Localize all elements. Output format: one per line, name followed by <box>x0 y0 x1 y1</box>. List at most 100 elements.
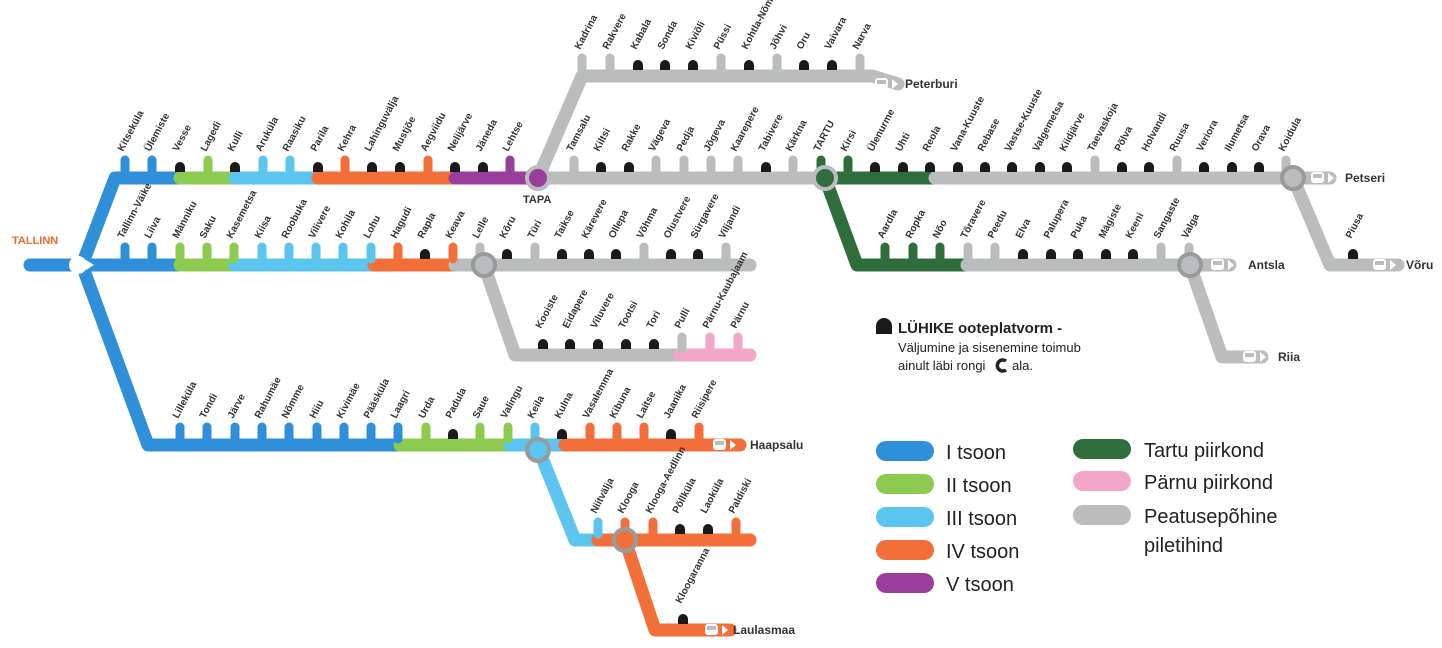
station-label: Eidapere <box>561 288 591 331</box>
station-label: Oru <box>795 31 813 52</box>
peterburi-terminal-icon <box>875 78 898 89</box>
station-label: Pulli <box>673 306 693 330</box>
legend-label-parnu: Pärnu piirkond <box>1144 472 1273 494</box>
short-platform-stop <box>827 60 837 70</box>
short-platform-stop <box>925 162 935 172</box>
short-platform-stop <box>666 429 676 439</box>
station-label: Nelijärve <box>446 111 475 153</box>
station-label: Niitvälja <box>589 476 617 515</box>
station-label: Uhti <box>894 131 913 154</box>
koidula-junction-node <box>1280 165 1306 191</box>
short-platform-stop <box>870 162 880 172</box>
station-label: Koidula <box>1277 115 1304 153</box>
legend-swatch-zone5 <box>876 573 934 593</box>
station-label: Viljandi <box>717 204 743 241</box>
station-label: Kärevere <box>580 197 610 240</box>
station-label: Ropka <box>904 208 928 241</box>
short-platform-stop <box>953 162 963 172</box>
station-label: Vägeva <box>647 117 673 153</box>
station-label: Ilumetsa <box>1223 112 1252 153</box>
station-label: Laoküla <box>699 476 727 515</box>
station-label: Aardla <box>876 207 901 240</box>
station-label: Parila <box>309 124 332 154</box>
legend-swatch-zone4 <box>876 540 934 560</box>
station-label: Aruküla <box>254 115 281 153</box>
station-label: Põlva <box>1113 124 1135 153</box>
note-line3a: ainult läbi rongi <box>898 358 986 373</box>
short-platform-stop <box>557 249 567 259</box>
short-platform-stop <box>1254 162 1264 172</box>
short-platform-stop <box>666 249 676 259</box>
legend-swatch-parnu <box>1073 471 1131 491</box>
short-platform-stop <box>395 162 405 172</box>
station-label: Mägiste <box>1097 202 1124 240</box>
short-platform-stop <box>538 339 548 349</box>
station-label: Orava <box>1250 123 1273 154</box>
station-label: Keeni <box>1124 211 1147 240</box>
short-platform-stop <box>799 60 809 70</box>
station-label: Kehra <box>336 123 359 154</box>
arrow-icon <box>1328 173 1334 183</box>
hub-label-tapa: TAPA <box>523 194 551 206</box>
train-icon-window <box>1375 261 1384 265</box>
station-label: Saue <box>471 394 492 421</box>
station-label: Pedja <box>675 124 697 153</box>
short-platform-stop <box>367 162 377 172</box>
short-platform-stop <box>565 339 575 349</box>
short-platform-stop <box>1046 249 1056 259</box>
station-label: Kloogaranna <box>674 546 713 606</box>
station-label: Laitse <box>635 389 658 420</box>
station-label: Türi <box>526 218 545 240</box>
station-label: Jõhvi <box>768 23 790 51</box>
short-platform-stop <box>633 60 643 70</box>
station-label: Tootsi <box>617 299 641 330</box>
station-label: Kulna <box>553 390 576 420</box>
short-platform-stop <box>744 60 754 70</box>
station-label: Reola <box>921 124 944 154</box>
short-platform-stop <box>1117 162 1127 172</box>
station-label: Kiltsi <box>592 126 613 153</box>
legend-label-gray-line2: piletihind <box>1144 535 1223 557</box>
station-label: Vesse <box>171 123 194 154</box>
station-label: Kirsi <box>839 128 859 153</box>
station-label: Rapla <box>416 211 439 241</box>
legend-swatch-gray_line1 <box>1073 505 1131 525</box>
legend-label-zone1: I tsoon <box>946 442 1006 464</box>
haapsalu-line-zone1 <box>75 258 407 452</box>
station-label: Kitseküla <box>116 109 147 154</box>
station-label: Vilivere <box>307 204 334 241</box>
short-platform-stop <box>450 162 460 172</box>
short-platform-stop <box>1227 162 1237 172</box>
terminal-label: Riia <box>1278 350 1300 364</box>
station-label: Liiva <box>143 215 164 241</box>
short-platform-stop <box>478 162 488 172</box>
station-label: Klooga <box>616 480 642 515</box>
short-platform-stop <box>693 249 703 259</box>
train-icon-window <box>1245 353 1254 357</box>
station-label: Sonda <box>656 19 680 52</box>
station-label: Piusa <box>1344 211 1366 240</box>
station-label: Aegviidu <box>419 111 449 153</box>
laulasmaa-line <box>618 533 737 637</box>
short-platform-stop <box>1199 162 1209 172</box>
tallinn-hub-node <box>69 256 87 274</box>
short-platform-stop <box>1018 249 1028 259</box>
station-label: Elva <box>1014 217 1034 241</box>
short-platform-stop <box>1348 249 1358 259</box>
station-label: Põllküla <box>671 476 699 515</box>
arrow-icon <box>1228 260 1234 270</box>
station-label: Lagedi <box>199 120 224 154</box>
station-label: Mustjõe <box>391 115 419 154</box>
valga-line-tartu <box>818 171 974 272</box>
station-label: Hagudi <box>389 205 415 240</box>
station-label: Pääsküla <box>362 377 392 421</box>
short-platform-stop <box>557 429 567 439</box>
antsla-terminal-icon <box>1211 259 1234 270</box>
short-platform-stop <box>1073 249 1083 259</box>
station-label: Tõravere <box>959 198 989 241</box>
legend-label-gray_line1: Peatusepõhine <box>1144 506 1277 528</box>
legend-swatch-tartu <box>1073 439 1131 459</box>
tapa-hub-node <box>525 165 551 191</box>
station-label: Veriora <box>1195 118 1221 153</box>
